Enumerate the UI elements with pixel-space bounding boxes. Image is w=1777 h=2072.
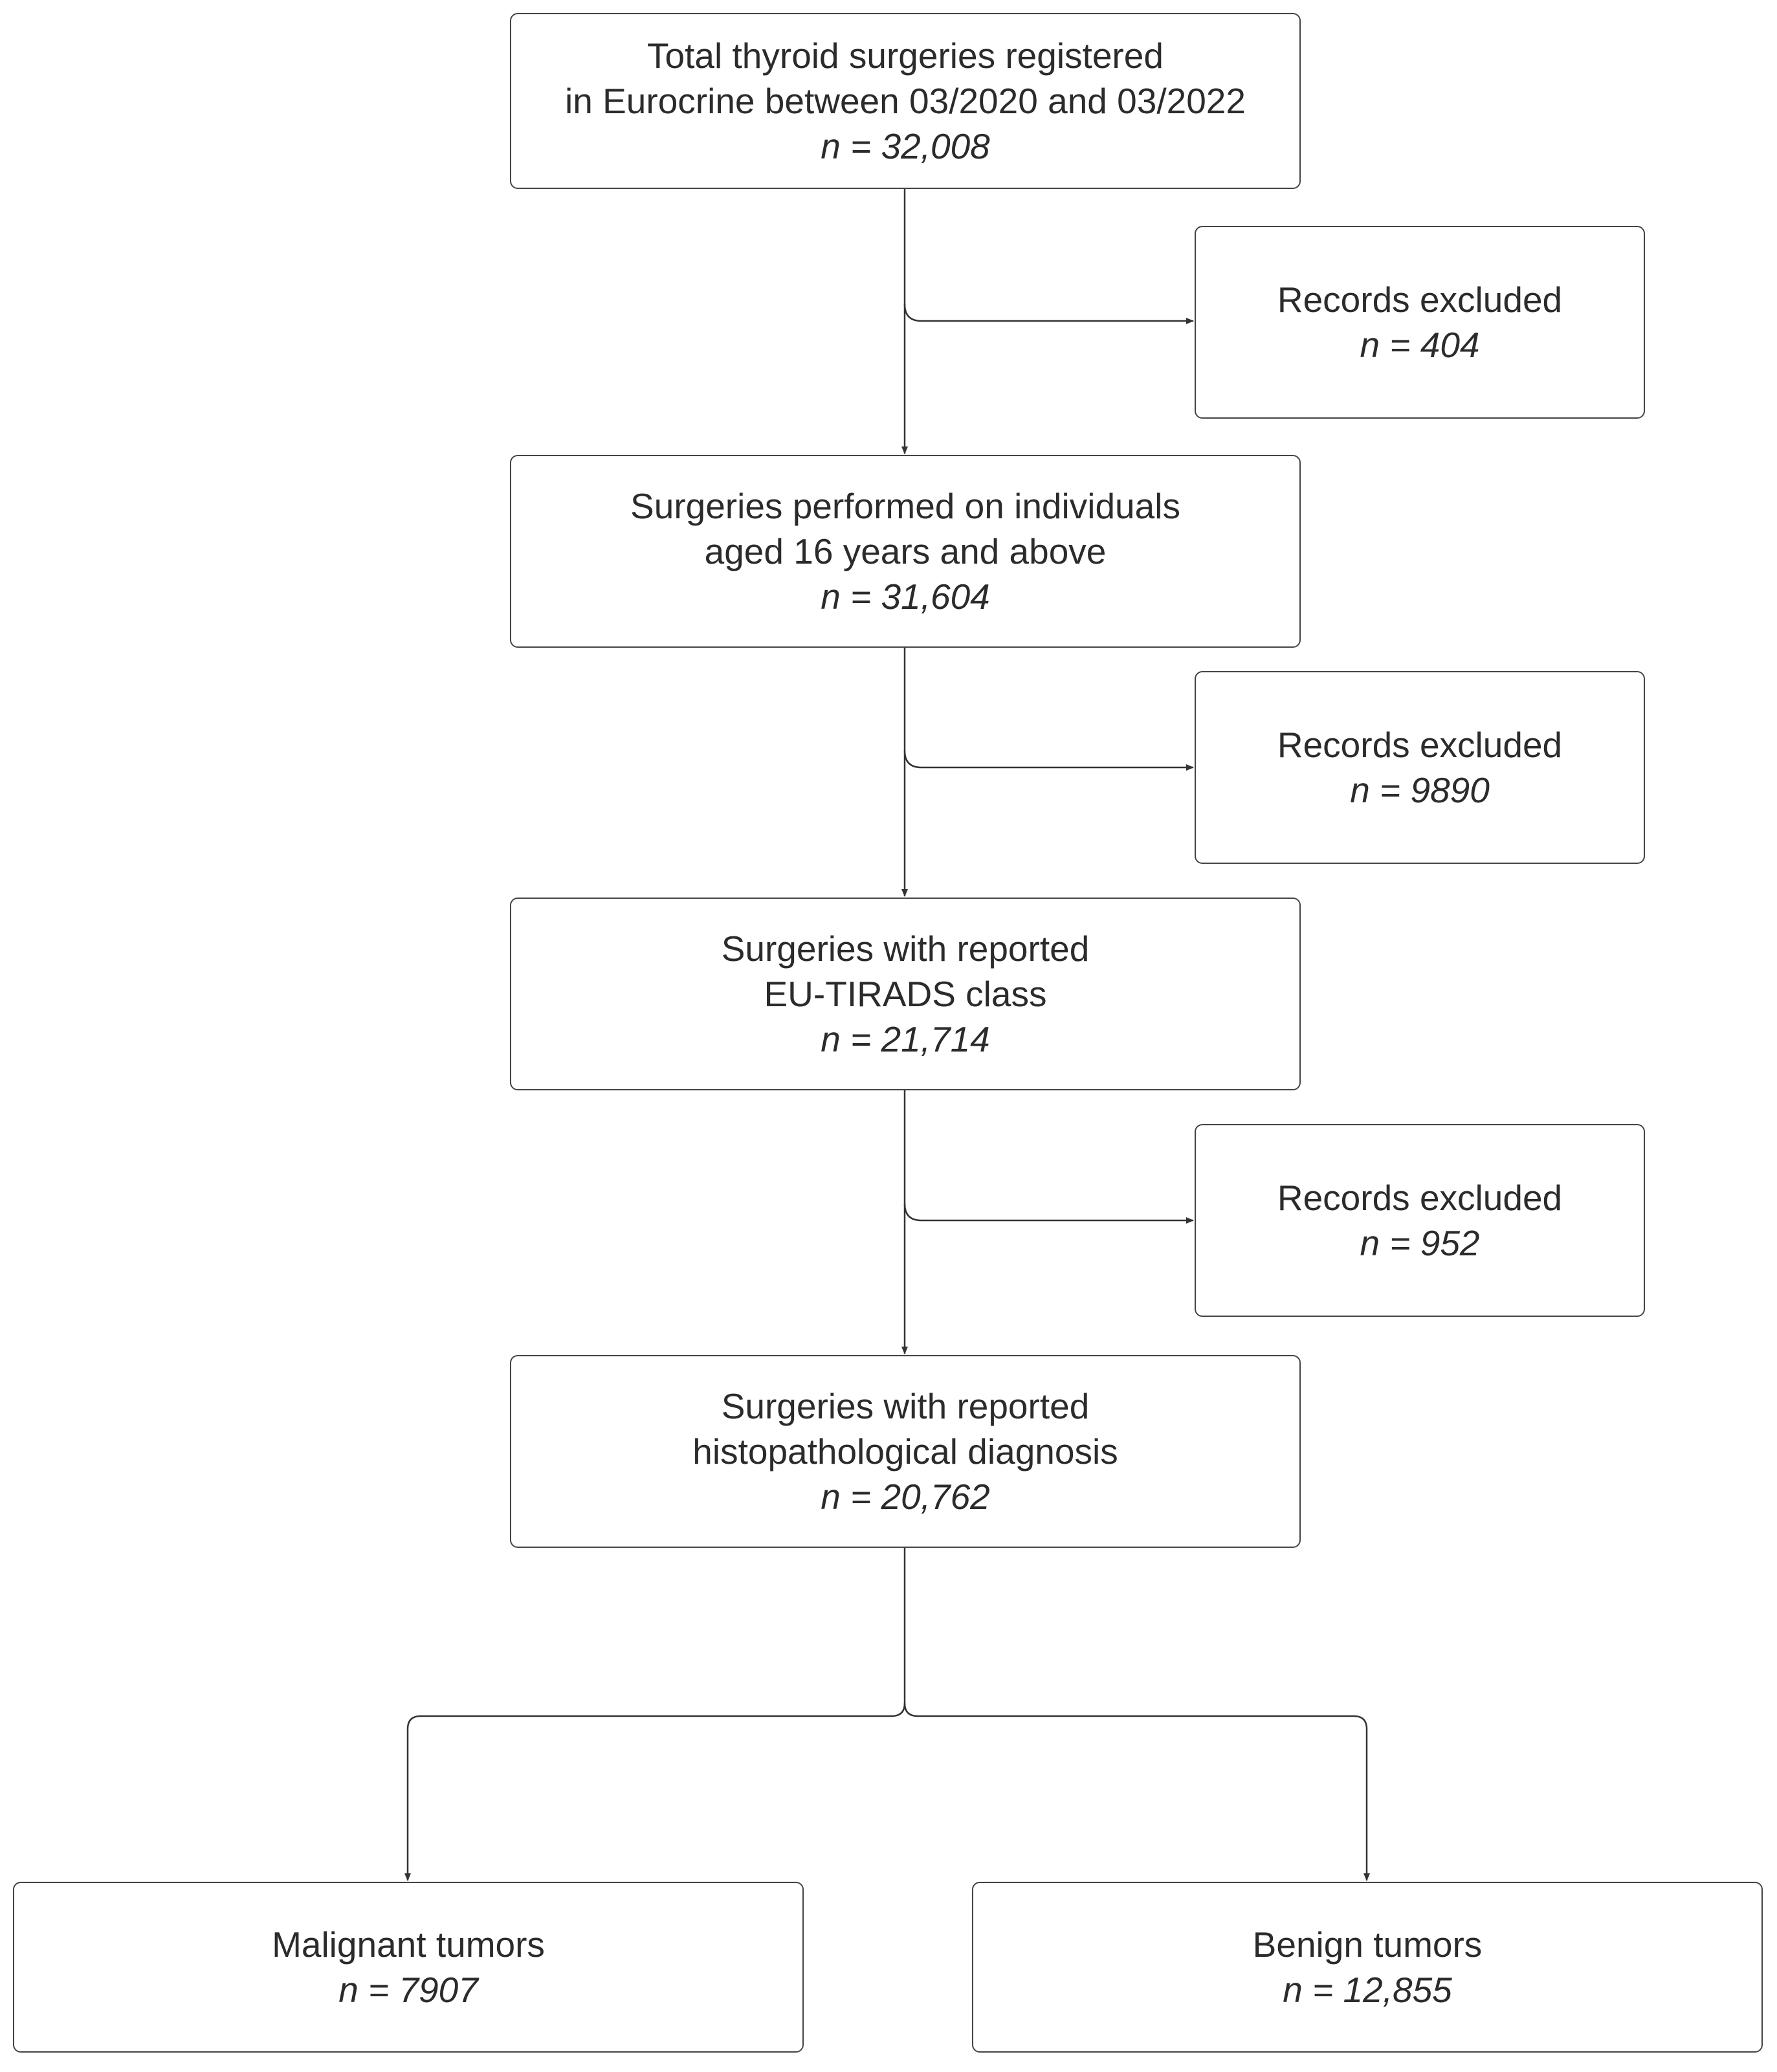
box-total-line-1: Total thyroid surgeries registered	[647, 36, 1164, 76]
box-histo-line-1: Surgeries with reported	[721, 1386, 1090, 1426]
box-benign-label: Benign tumors	[1252, 1924, 1483, 1965]
box-tirads-line-1: Surgeries with reported	[721, 929, 1090, 969]
arrow-to-malignant	[404, 1703, 906, 1881]
box-total-count: n = 32,008	[821, 126, 990, 166]
arrow-to-excluded-2	[903, 750, 1194, 771]
box-excluded-1-label: Records excluded	[1277, 280, 1563, 320]
box-total-surgeries: Total thyroid surgeries registered in Eu…	[510, 13, 1301, 189]
box-malignant-count: n = 7907	[338, 1970, 478, 2010]
box-histo-count: n = 20,762	[821, 1477, 990, 1517]
box-excluded-3-label: Records excluded	[1277, 1178, 1563, 1218]
box-excluded-1-count: n = 404	[1360, 325, 1480, 365]
box-excluded-2-label: Records excluded	[1277, 725, 1563, 765]
box-benign-count: n = 12,855	[1283, 1970, 1452, 2010]
arrow-to-excluded-3	[903, 1203, 1194, 1224]
box-eu-tirads: Surgeries with reported EU-TIRADS class …	[510, 898, 1301, 1090]
box-age-line-1: Surgeries performed on individuals	[630, 486, 1180, 526]
box-excluded-2-count: n = 9890	[1350, 770, 1490, 810]
box-age-line-2: aged 16 years and above	[704, 531, 1107, 571]
box-benign-tumors: Benign tumors n = 12,855	[972, 1882, 1763, 2053]
box-records-excluded-1: Records excluded n = 404	[1195, 226, 1645, 419]
box-tirads-line-2: EU-TIRADS class	[764, 974, 1047, 1014]
box-total-line-2: in Eurocrine between 03/2020 and 03/2022	[565, 81, 1246, 121]
box-age-16-plus: Surgeries performed on individuals aged …	[510, 455, 1301, 648]
box-malignant-tumors: Malignant tumors n = 7907	[13, 1882, 804, 2053]
box-age-count: n = 31,604	[821, 577, 990, 617]
arrow-to-excluded-1	[903, 303, 1194, 324]
box-histopathological-diagnosis: Surgeries with reported histopathologica…	[510, 1355, 1301, 1548]
box-excluded-3-count: n = 952	[1360, 1223, 1480, 1263]
arrow-to-benign	[903, 1703, 1370, 1881]
box-tirads-count: n = 21,714	[821, 1019, 990, 1059]
box-malignant-label: Malignant tumors	[272, 1924, 545, 1965]
box-records-excluded-3: Records excluded n = 952	[1195, 1124, 1645, 1317]
box-records-excluded-2: Records excluded n = 9890	[1195, 671, 1645, 864]
box-histo-line-2: histopathological diagnosis	[692, 1431, 1118, 1471]
